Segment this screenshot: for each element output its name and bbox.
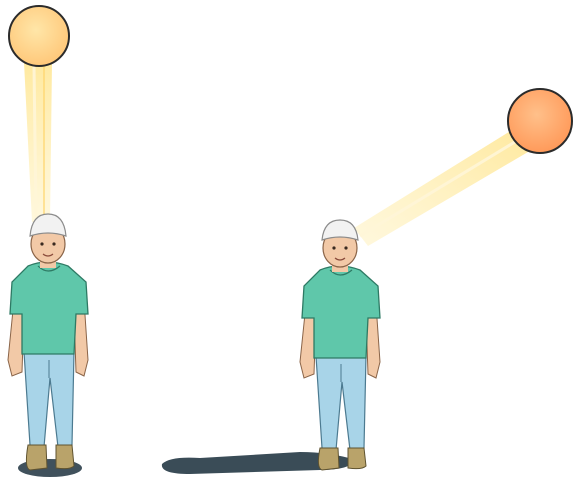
sun-icon (9, 6, 69, 66)
boy-figure (8, 214, 88, 470)
sun-icon (508, 89, 572, 153)
boy-figure (300, 220, 380, 470)
overhead-sun-beam (24, 62, 52, 222)
low-sun-beam (354, 130, 528, 246)
noon-panel (8, 6, 88, 477)
evening-panel (162, 89, 572, 474)
